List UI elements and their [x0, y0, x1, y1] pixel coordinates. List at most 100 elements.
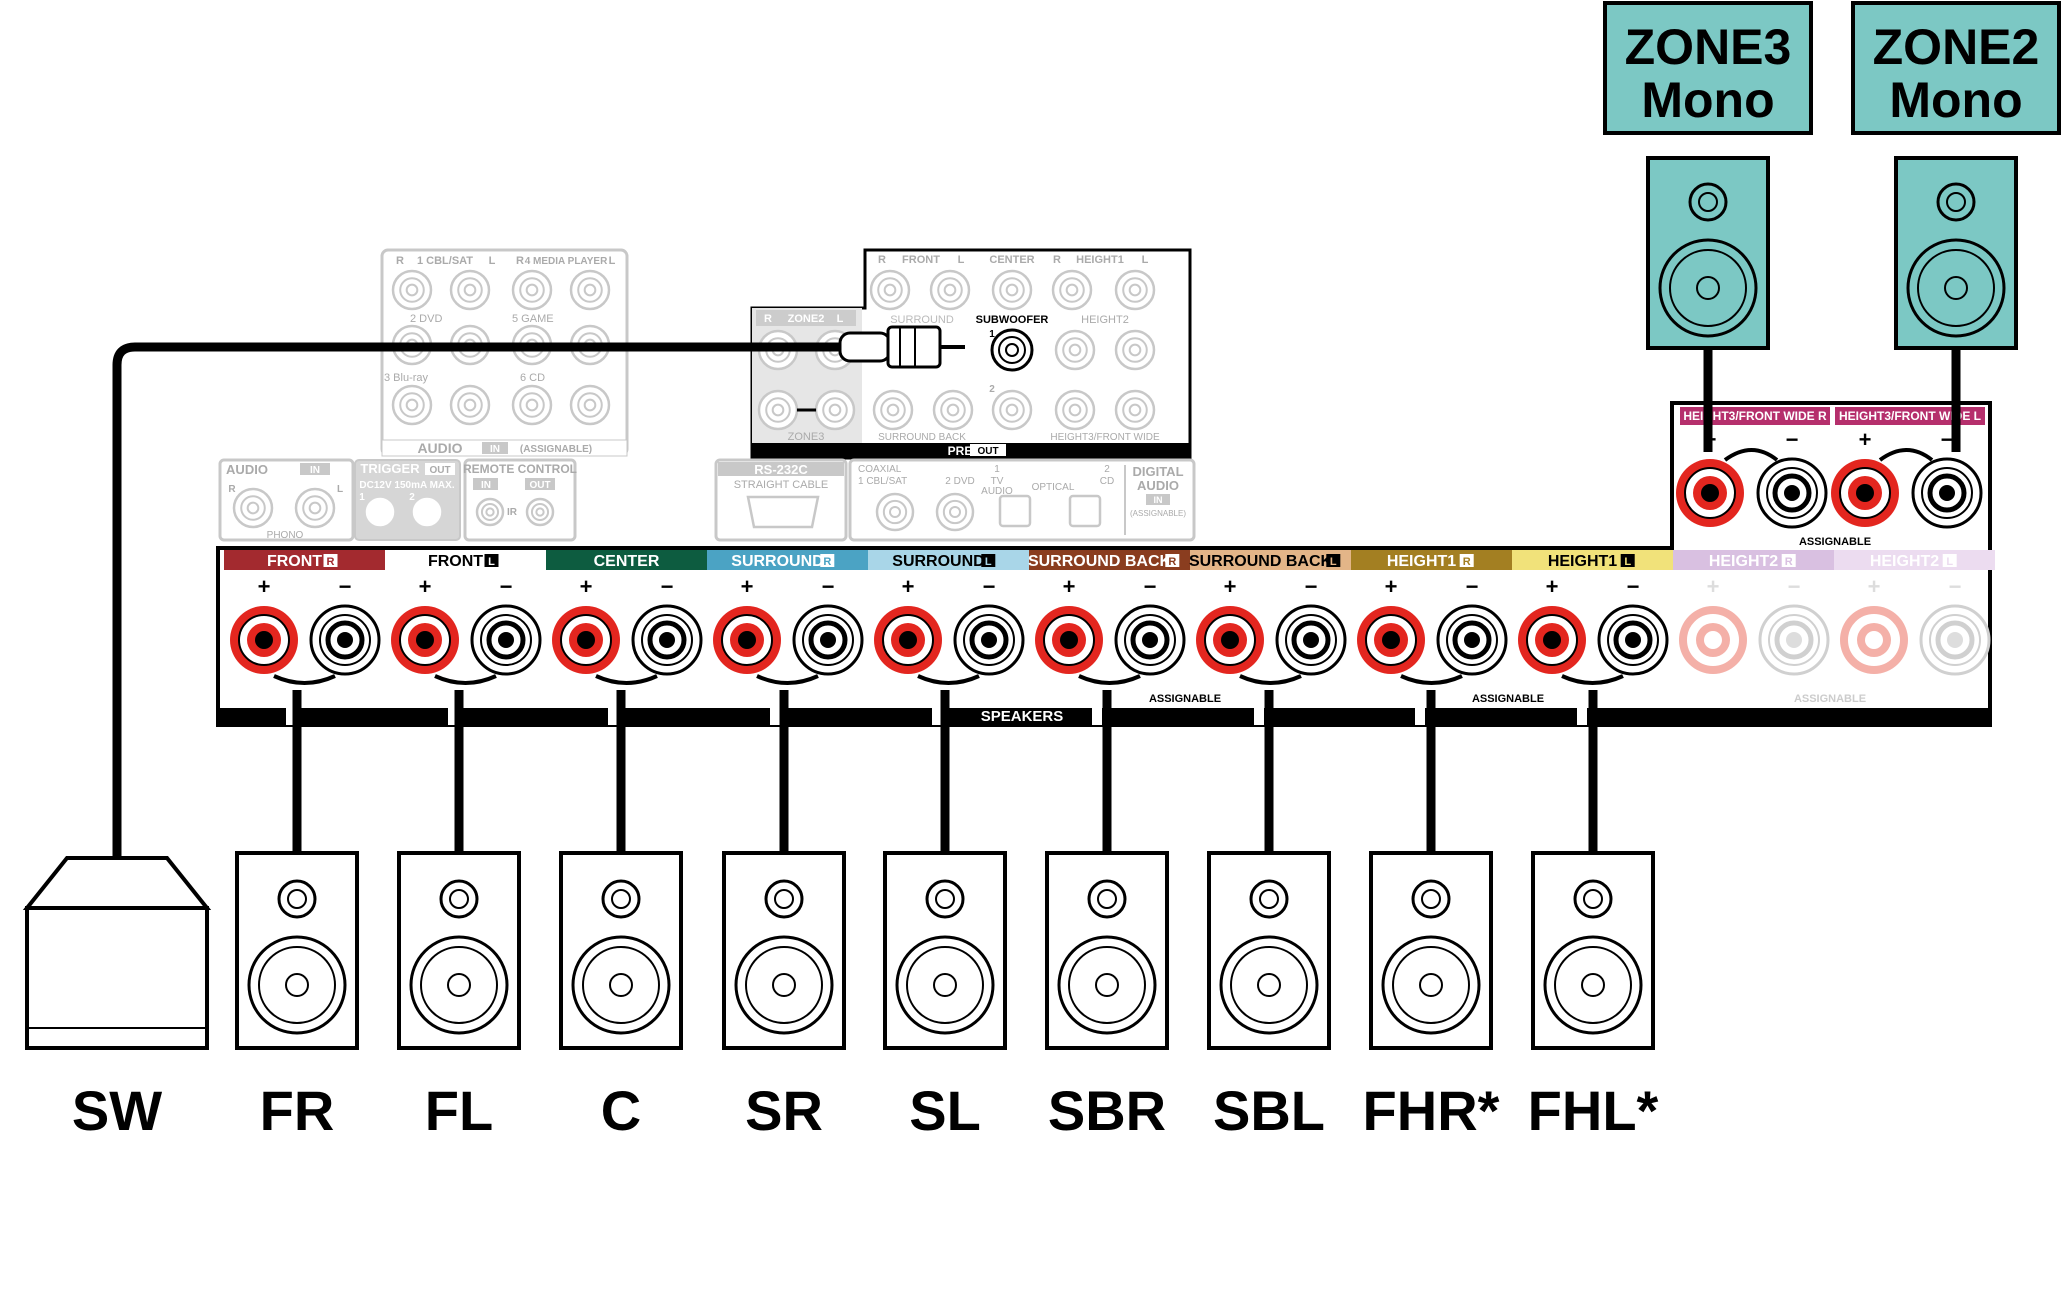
terminal-side-badge [323, 554, 338, 567]
woofer [247, 935, 347, 1035]
tweeter [439, 879, 479, 919]
analog-in-media: 4 MEDIA PLAYER [525, 256, 608, 267]
pre-out-l: L [958, 254, 965, 266]
tweeter [1249, 879, 1289, 919]
terminal-side-badge [1620, 554, 1635, 567]
analog-in-r2: R [516, 255, 524, 267]
analog-in-jack [449, 384, 491, 426]
terminal-label: SURROUND [731, 553, 823, 570]
pre-out-jack [1054, 329, 1096, 371]
analog-in-jack [569, 384, 611, 426]
rca-jack-pin [535, 507, 545, 517]
trigger-badge-bg [425, 463, 455, 475]
minus-terminal-core [1947, 632, 1963, 648]
digital-cblsat: 1 CBL/SAT [858, 476, 907, 487]
terminal-side-badge [484, 554, 499, 567]
minus-terminal-core [1142, 632, 1158, 648]
pre-out-jack [869, 269, 911, 311]
minus-terminal-ring2 [969, 620, 1009, 660]
zone-label-box [1603, 1, 1813, 135]
woofer-surround [745, 946, 823, 1024]
pre-out-height1: HEIGHT1 [1076, 254, 1124, 266]
digital-tv: TV [991, 476, 1004, 487]
tweeter [1411, 879, 1451, 919]
minus-terminal-ring2 [1130, 620, 1170, 660]
strip-gap [770, 708, 780, 725]
pre-out-l2: L [1142, 254, 1149, 266]
rca-jack-ring [880, 397, 906, 423]
tweeter-center [1421, 889, 1441, 909]
terminal-side-badge [1165, 554, 1180, 567]
digital-title-2: AUDIO [1137, 478, 1179, 493]
minus-terminal-ring2 [1774, 620, 1814, 660]
cable-loop [434, 674, 497, 685]
rca-jack-pin [525, 283, 539, 297]
phono-label: PHONO [267, 530, 304, 541]
rca-jack-ring [370, 502, 390, 522]
pre-out-jack [932, 389, 974, 431]
subwoofer-top [22, 856, 212, 910]
rca-jack-pin [1005, 403, 1019, 417]
cable-loop [273, 674, 336, 685]
rca-jack-pin [308, 501, 322, 515]
rca-jack-ring [457, 277, 483, 303]
terminal-label: FRONT [428, 553, 483, 570]
minus-sign: − [1627, 574, 1640, 599]
upper-cable-loop [1878, 448, 1934, 462]
rca-jack-pin [943, 283, 957, 297]
woofer-cap [1581, 973, 1605, 997]
woofer-surround [258, 946, 336, 1024]
tweeter-center [1097, 889, 1117, 909]
pre-out-surround-back: SURROUND BACK [878, 432, 966, 443]
rca-jack-ring [822, 397, 848, 423]
terminal-label: SURROUND BACK [1028, 553, 1172, 570]
rca-jack-ring [937, 277, 963, 303]
speaker-c: C [559, 851, 683, 1142]
terminal-label: HEIGHT2 [1709, 553, 1778, 570]
plus-sign: + [741, 574, 754, 599]
rca-jack-ring [765, 397, 791, 423]
plus-sign: + [1224, 574, 1237, 599]
minus-terminal-core [498, 632, 514, 648]
rca-jack-pin [405, 283, 419, 297]
pre-out-jack [991, 269, 1033, 311]
trigger-port-1: 1 [359, 492, 365, 503]
upper-minus-core [1939, 485, 1955, 501]
zone-woofer-cap [1944, 276, 1968, 300]
terminal-side-badge [1942, 554, 1957, 567]
cable-loop [1239, 674, 1302, 685]
minus-terminal-ring2 [486, 620, 526, 660]
cable-loop [756, 674, 819, 685]
analog-in-badge: IN [490, 444, 500, 455]
rca-jack-ring [1062, 397, 1088, 423]
plus-terminal-core [255, 631, 273, 649]
analog-in-l2: L [609, 255, 616, 267]
strip-gap [1092, 708, 1102, 725]
woofer [734, 935, 834, 1035]
rca-jack-ring [1122, 337, 1148, 363]
rca-jack-pin [1065, 283, 1079, 297]
pre-out-jack [1114, 389, 1156, 431]
minus-sign: − [339, 574, 352, 599]
minus-sign: − [661, 574, 674, 599]
rca-jack-ring [457, 392, 483, 418]
woofer [1057, 935, 1157, 1035]
digital-optical-2 [1068, 494, 1102, 528]
terminal-label: SURROUND [892, 553, 984, 570]
rca-jack-ring [577, 392, 603, 418]
cable-loop [1561, 674, 1624, 685]
minus-sign: − [1466, 574, 1479, 599]
remote-out: OUT [529, 480, 550, 491]
cable-loop [595, 674, 658, 685]
woofer-cap [772, 973, 796, 997]
rca-jack-pin [771, 403, 785, 417]
woofer-surround [1392, 946, 1470, 1024]
woofer-cap [1419, 973, 1443, 997]
analog-in-r: R [396, 255, 404, 267]
cable-loop [1400, 674, 1463, 685]
speaker-code: C [601, 1079, 641, 1142]
cable-loop [1078, 674, 1141, 685]
upper-plus-core [1856, 484, 1874, 502]
plus-sign: + [1385, 574, 1398, 599]
